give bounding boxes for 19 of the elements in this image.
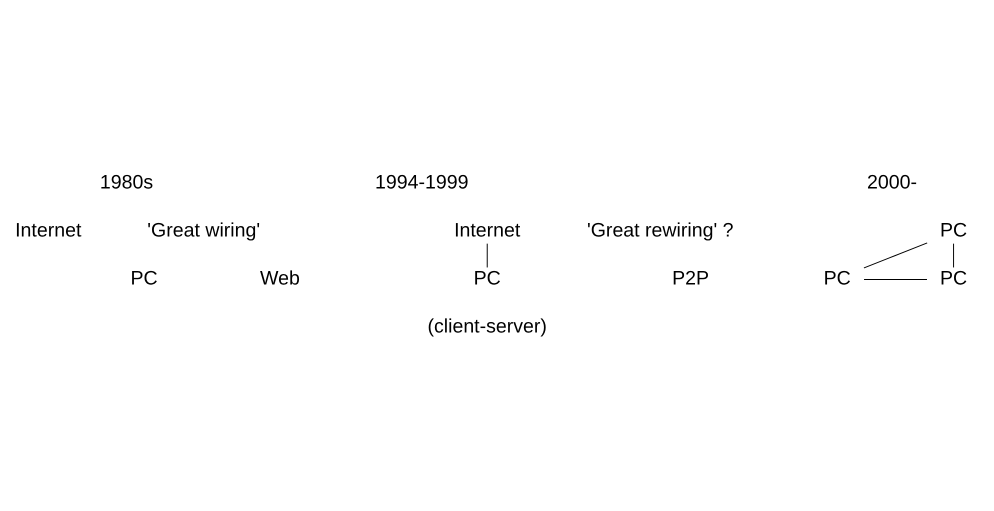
label: 'Great rewiring' ?: [587, 219, 734, 242]
node-text: PC: [824, 267, 851, 290]
node-text: Internet: [454, 219, 520, 242]
label: Internet: [15, 219, 82, 242]
label: 2000-: [866, 172, 917, 194]
label: (client-server): [427, 315, 547, 338]
label: 1980s: [100, 172, 154, 194]
node-text: PC: [940, 267, 968, 290]
connector: [486, 243, 488, 268]
node-text: PC: [474, 267, 501, 290]
connector: [864, 278, 928, 280]
label: 1994-1999: [374, 172, 468, 194]
connector: [953, 243, 954, 268]
label: Web: [260, 267, 300, 290]
connector: [863, 242, 928, 268]
node-text: PC: [940, 219, 968, 242]
label: P2P: [672, 267, 710, 290]
label: 'Great wiring': [147, 219, 260, 242]
label: PC: [130, 267, 158, 290]
